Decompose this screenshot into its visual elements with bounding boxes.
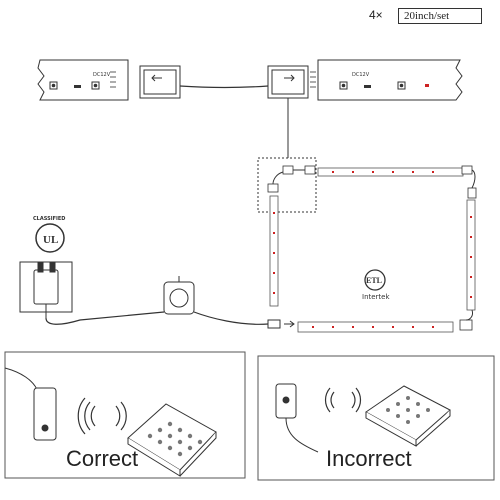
etl-brand: Intertek [362,293,390,301]
signal-waves-icon [324,387,362,413]
incorrect-receiver [275,383,319,453]
remote-buttons [147,421,203,457]
etl-badge: ETL Intertek [362,269,390,301]
corner-connectors [267,165,477,331]
resistor [74,85,81,88]
zoom-box [257,157,317,213]
led-chip [397,81,406,90]
ul-classified-badge: UL CLASSIFIED [33,216,65,253]
led-chip [339,81,348,90]
ir-controller [163,276,195,315]
led-chip [49,81,58,90]
correct-label: Correct [66,446,138,471]
connector-wire [179,85,269,89]
strip-leds [273,171,472,328]
remote-control-incorrect [365,385,451,447]
correct-receiver [4,367,57,441]
quantity-box [398,8,482,24]
signal-waves-icon [77,397,127,435]
resistor [364,85,371,88]
incorrect-label: Incorrect [326,446,412,471]
strip-voltage-right: DC12V [352,72,370,78]
length-per-set: 20inch/set [404,10,450,22]
power-cable [45,311,165,325]
led-chip [91,81,100,90]
zoomed-strip [37,59,463,101]
ul-mark: UL [43,234,58,246]
strip-layout [269,167,476,333]
remote-control-correct [127,403,217,477]
power-adapter [19,261,73,318]
ul-classified-text: CLASSIFIED [33,216,65,222]
etl-mark: ETL [366,276,382,285]
quantity-x: 4× [369,8,383,22]
remote-buttons [386,396,430,424]
cable-plug [267,319,281,329]
strip-voltage-left: DC12V [93,72,111,78]
controller-cable [193,311,269,325]
